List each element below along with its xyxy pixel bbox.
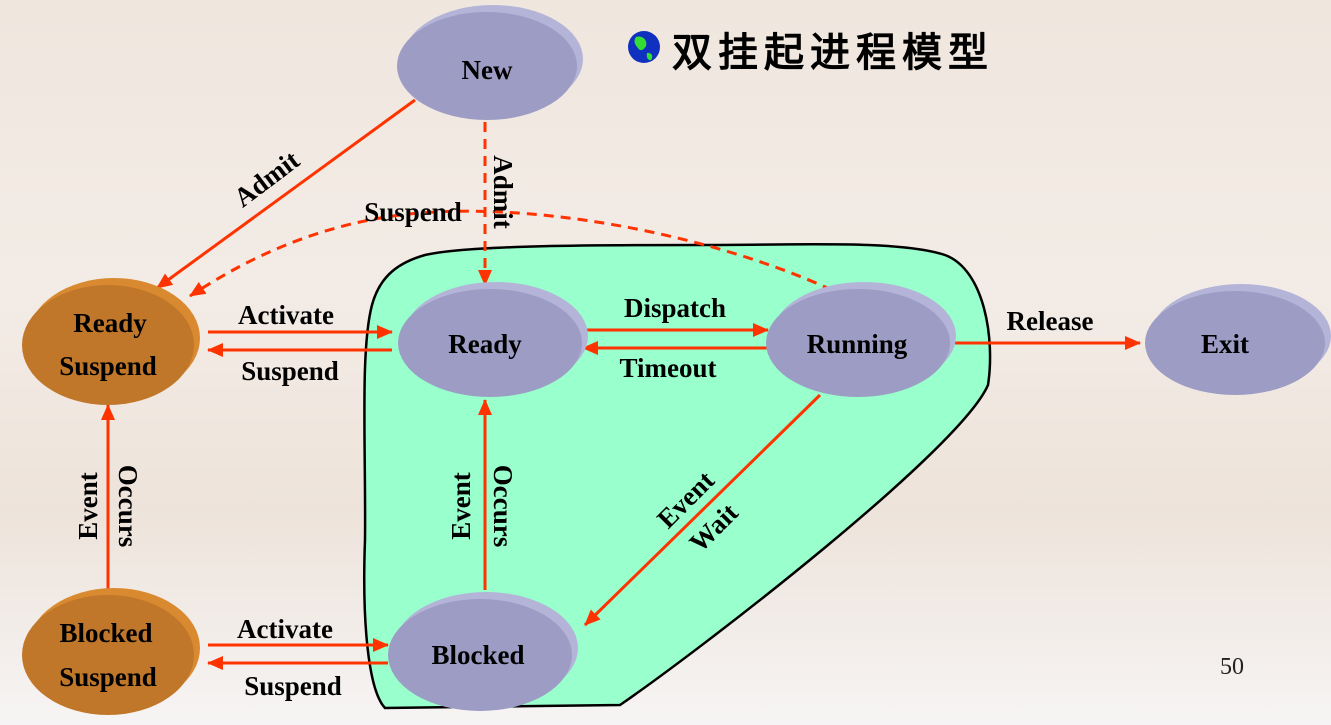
label-suspend-bottom: Suspend [244, 671, 342, 701]
arrow-admit-ready-suspend [156, 98, 416, 290]
state-label: Exit [1201, 329, 1249, 359]
state-ready: Ready [398, 282, 588, 397]
label-event-occurs-left: Event [73, 472, 103, 540]
state-label: Ready [73, 308, 147, 338]
label-event-occurs-center: Event [446, 472, 476, 540]
label-activate-top: Activate [238, 300, 334, 330]
slide-title: 双挂起进程模型 [672, 29, 994, 76]
state-label: Suspend [59, 351, 157, 381]
state-label: Blocked [431, 640, 524, 670]
state-blocked-suspend: Blocked Suspend [22, 588, 200, 715]
label-running-suspend: Suspend [364, 197, 462, 227]
state-exit: Exit [1145, 284, 1331, 395]
label-admit-ready-suspend: Admit [228, 145, 305, 213]
label-event-occurs-left: Occurs [113, 465, 143, 547]
label-release: Release [1007, 306, 1094, 336]
state-running: Running [766, 282, 956, 397]
page-number: 50 [1220, 654, 1244, 680]
label-suspend-top: Suspend [241, 356, 339, 386]
arrow-running-suspend [189, 209, 833, 298]
state-label: Suspend [59, 662, 157, 692]
label-admit-ready: Admit [488, 155, 518, 229]
state-label: New [462, 55, 513, 85]
label-timeout: Timeout [619, 353, 716, 383]
label-activate-bottom: Activate [237, 614, 333, 644]
state-blocked: Blocked [388, 592, 578, 711]
state-ready-suspend: Ready Suspend [22, 278, 200, 405]
arrow-event-wait [583, 393, 822, 627]
label-event-occurs-center: Occurs [488, 465, 518, 547]
state-label: Running [807, 329, 908, 359]
label-dispatch: Dispatch [624, 293, 726, 323]
state-label: Blocked [59, 618, 152, 648]
state-new: New [397, 5, 583, 120]
state-label: Ready [448, 329, 522, 359]
globe-icon [628, 31, 660, 63]
